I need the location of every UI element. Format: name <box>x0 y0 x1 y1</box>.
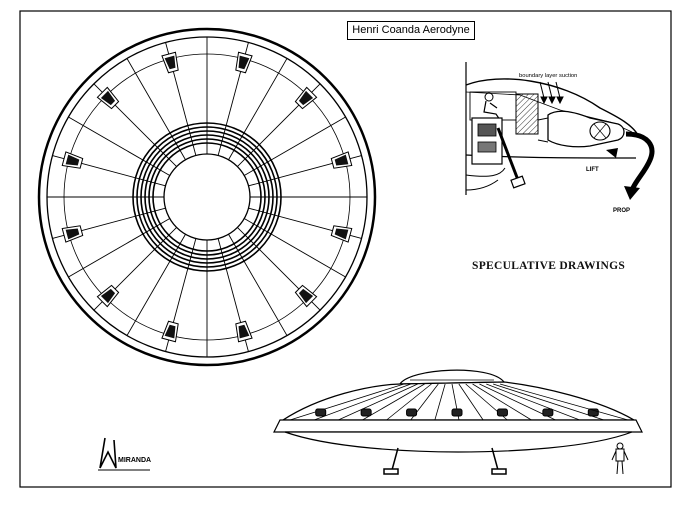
lift-arrow-head <box>606 148 618 158</box>
hull-rib <box>386 383 432 421</box>
landing-pad <box>510 175 526 189</box>
inner-ring <box>140 130 274 264</box>
hull-rib <box>338 383 418 421</box>
signature-logo: MIRANDA <box>98 437 151 471</box>
hull-rib <box>314 383 411 421</box>
side-vent-port <box>542 408 554 417</box>
vent-port <box>61 225 84 243</box>
vent-port <box>294 284 318 308</box>
vent-port <box>235 51 253 74</box>
lower-hull-side <box>284 431 633 453</box>
side-vent-port <box>360 408 372 417</box>
vent-port <box>330 151 353 169</box>
suction-arrows <box>539 81 564 105</box>
lift-label: LIFT <box>586 167 599 173</box>
vent-port <box>294 86 318 110</box>
inner-ring <box>152 142 262 252</box>
boundary-label: boundary layer suction <box>519 73 577 79</box>
inner-ring <box>148 138 266 256</box>
hull-rib <box>493 383 604 421</box>
engine-nacelle <box>547 110 625 148</box>
pilot-head <box>484 92 494 102</box>
hull-rib <box>458 383 484 421</box>
plan-view <box>37 27 377 367</box>
inner-ring <box>136 126 278 268</box>
vent-group <box>61 51 353 343</box>
prop-label: PROP <box>613 208 630 214</box>
human-figure <box>611 442 629 475</box>
vent-port <box>235 320 253 343</box>
vent-port <box>330 225 353 243</box>
side-vent-port <box>315 408 327 417</box>
hull-rib <box>362 383 425 421</box>
hatched-block <box>515 93 539 135</box>
inner-ring <box>144 134 270 260</box>
vent-port <box>96 86 120 110</box>
drawing-title: Henri Coanda Aerodyne <box>347 21 475 40</box>
hull-rib <box>486 383 580 421</box>
vent-port <box>161 320 179 343</box>
central-hub <box>163 153 251 241</box>
inner-ring <box>132 122 282 272</box>
vent-port <box>61 151 84 169</box>
hull-rib <box>499 383 629 421</box>
speculative-label: SPECULATIVE DRAWINGS <box>472 260 626 272</box>
upper-hull <box>465 78 639 136</box>
page-border <box>19 10 672 488</box>
signature-text: MIRANDA <box>118 457 151 464</box>
side-vent-port <box>451 408 463 417</box>
side-view <box>273 369 643 475</box>
inner-ring-group <box>132 122 282 272</box>
hull-rib <box>434 383 446 421</box>
hull-rib <box>472 383 532 421</box>
hull-ribs <box>289 383 629 421</box>
landing-gear <box>383 447 507 475</box>
cross-section-view: boundary layer suction LIFT PROP <box>465 62 655 214</box>
vent-port <box>161 51 179 74</box>
hull-rib <box>289 383 405 421</box>
coanda-arrow <box>625 131 655 192</box>
top-dome <box>398 369 506 385</box>
side-vent-port <box>496 408 508 417</box>
pilot-figure <box>483 100 501 121</box>
landing-strut <box>496 127 520 181</box>
side-vent-port <box>406 408 418 417</box>
saucer-rim <box>273 419 643 433</box>
vent-port <box>96 284 120 308</box>
